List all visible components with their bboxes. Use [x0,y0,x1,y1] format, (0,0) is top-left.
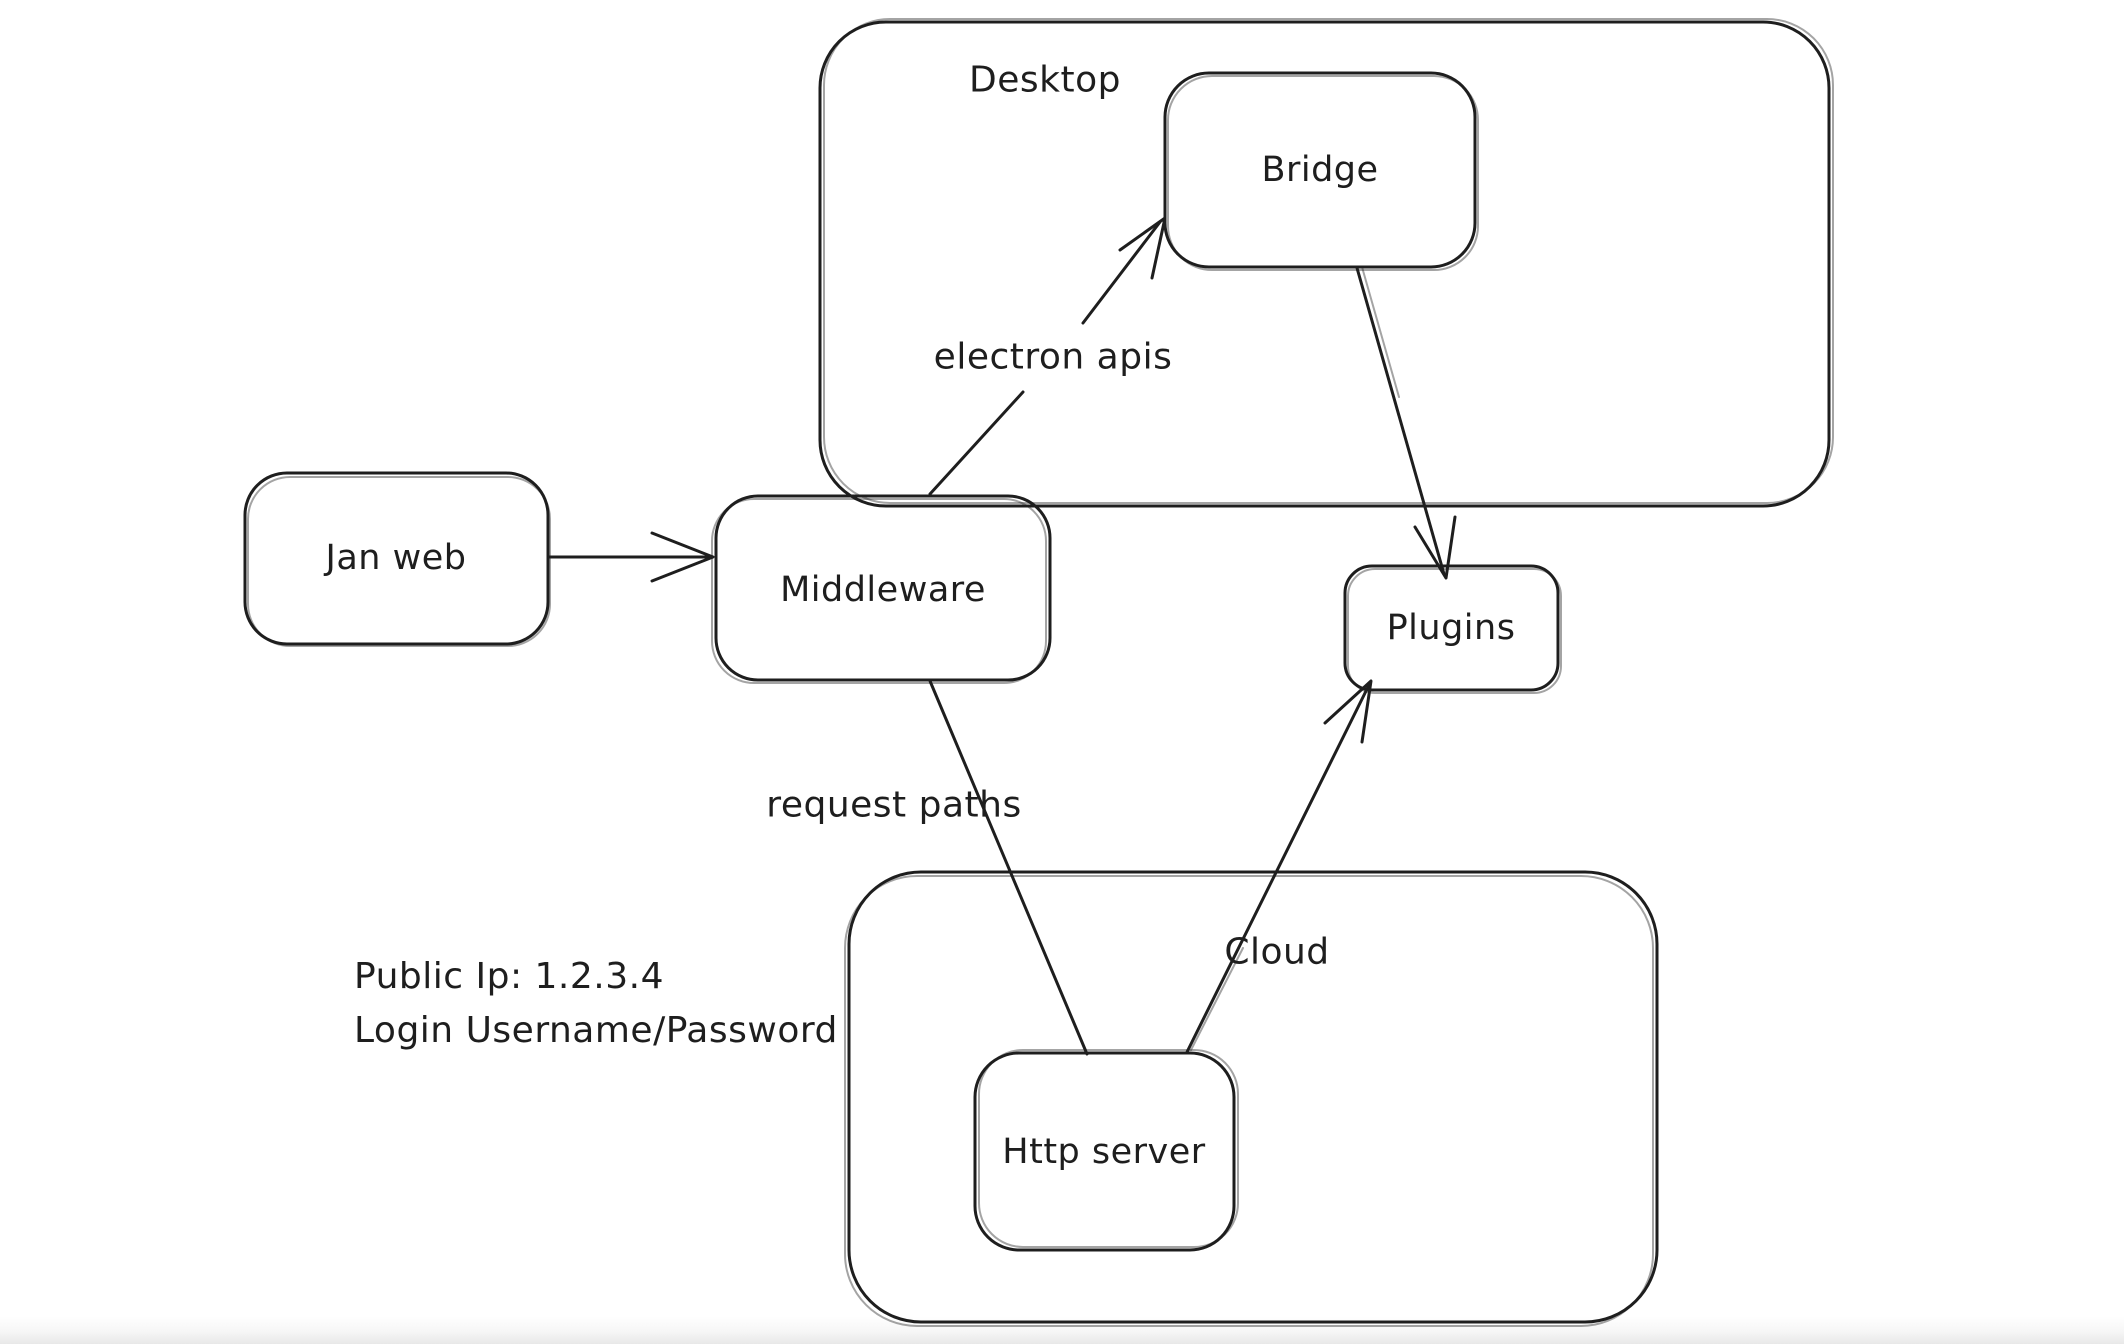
http-server-node-box [975,1053,1234,1250]
desktop-container-box-ghost [824,19,1833,503]
middleware-node-box-ghost [712,499,1046,683]
edge-middleware-to-httpserver [930,681,1087,1054]
desktop-container-box [820,22,1829,506]
plugins-node-box [1345,566,1558,690]
plugins-node-label: Plugins [1386,608,1516,648]
jan-web-node-box-ghost [248,477,550,646]
jan-web-node-label: Jan web [325,538,467,578]
edge-label-electron-apis: electron apis [933,336,1173,378]
middleware-node-box [716,496,1050,680]
cloud-container-box [849,872,1657,1322]
bridge-node-box [1165,73,1475,267]
annotation-login: Login Username/Password [354,1010,838,1051]
middleware-node-label: Middleware [780,570,986,610]
edge-label-request-paths: request paths [766,784,1022,826]
annotation-public-ip: Public Ip: 1.2.3.4 [354,956,664,997]
edge-httpserver-to-plugins [1187,685,1369,1052]
http-server-node-box-ghost [979,1050,1238,1247]
edge-middleware-to-bridge [930,222,1160,494]
edge-bridge-to-plugins-arrowhead [1415,517,1455,578]
edge-janweb-to-middleware-arrowhead [652,533,713,581]
cloud-container-box-ghost [845,876,1653,1326]
edge-middleware-to-bridge-arrowhead [1120,218,1165,278]
desktop-container-label: Desktop [969,59,1121,101]
cloud-container-label: Cloud [1224,931,1330,973]
bridge-node-box-ghost [1168,76,1478,270]
edge-httpserver-to-plugins-ghost [1191,948,1243,1050]
http-server-node-label: Http server [1002,1132,1206,1172]
edge-httpserver-to-plugins-arrowhead [1325,681,1371,742]
plugins-node-box-ghost [1348,569,1561,693]
edge-bridge-to-plugins-ghost [1362,267,1399,397]
edge-bridge-to-plugins [1357,268,1444,574]
bridge-node-label: Bridge [1261,150,1379,190]
annotation-block: Public Ip: 1.2.3.4 Login Username/Passwo… [354,950,838,1058]
